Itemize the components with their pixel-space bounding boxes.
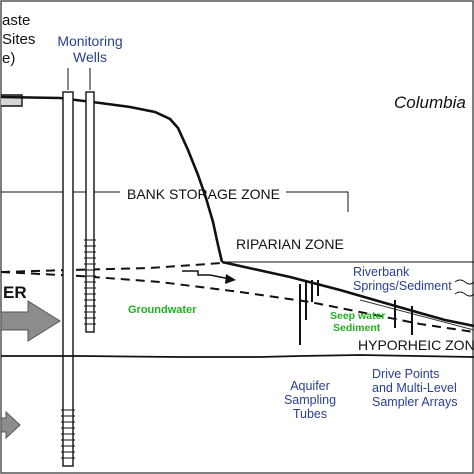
- water-waves: [454, 279, 474, 297]
- aquifer-tubes-label-line3: Tubes: [293, 407, 327, 421]
- drive-points: [394, 300, 413, 335]
- monitoring-wells-label-line2: Wells: [73, 49, 107, 65]
- groundwater-label: Groundwater: [128, 304, 197, 316]
- bank-storage-bracket-right: [286, 191, 349, 212]
- seep-water-label-line1: Seep water: [330, 310, 385, 322]
- riverbed-fine-line: [359, 299, 474, 331]
- groundwater-flow-arrow-lower: [0, 410, 21, 440]
- drive-points-label-line1: Drive Points: [372, 367, 439, 381]
- aquifer-tubes-label-line1: Aquifer: [290, 379, 330, 393]
- monitoring-wells-label-line1: Monitoring: [57, 33, 122, 49]
- waste-sites-label-line3: e): [2, 50, 15, 67]
- riverbed-line: [221, 260, 474, 328]
- flow-arrowhead: [225, 274, 236, 284]
- riverbank-springs-label-line1: Riverbank: [353, 265, 410, 279]
- riverbank-springs-label-line2: Springs/Sediment: [353, 279, 452, 293]
- aquifer-label: ER: [3, 283, 27, 302]
- aquifer-base-line: [1, 354, 474, 358]
- flow-line: [182, 270, 231, 280]
- bank-storage-zone-label: BANK STORAGE ZONE: [127, 186, 280, 202]
- waste-sites-label-line2: Sites: [2, 31, 35, 48]
- hyporheic-zone-label: HYPORHEIC ZONE: [358, 337, 474, 353]
- aquifer-sampling-tubes: [299, 280, 319, 345]
- columbia-river-label: Columbia: [394, 93, 466, 112]
- drive-points-label-line3: Sampler Arrays: [372, 395, 457, 409]
- water-table-upper: [0, 262, 223, 273]
- groundwater-flow-arrow-upper: [0, 300, 61, 342]
- monitoring-well-deep: [62, 91, 74, 467]
- monitoring-well-shallow: [85, 91, 95, 333]
- aquifer-tubes-label-line2: Sampling: [284, 393, 336, 407]
- waste-sites-label-line1: aste: [2, 12, 30, 29]
- well-screen-deep: [61, 409, 75, 459]
- land-surface-line: [0, 95, 224, 263]
- well-screen-shallow: [84, 239, 96, 325]
- riparian-zone-label: RIPARIAN ZONE: [236, 236, 344, 252]
- seep-water-label-line2: Sediment: [333, 322, 381, 334]
- drive-points-label-line2: and Multi-Level: [372, 381, 457, 395]
